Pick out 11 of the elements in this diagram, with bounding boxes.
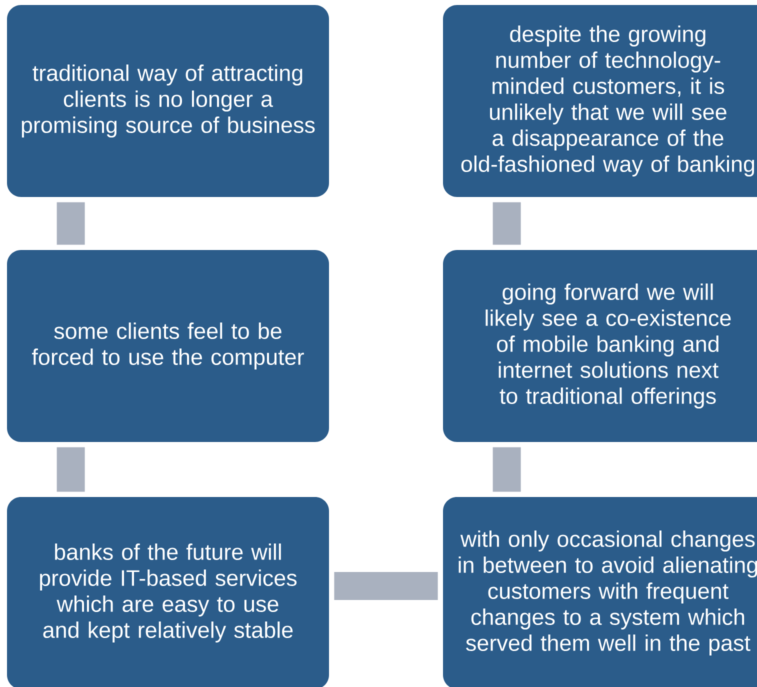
connector-bar	[492, 202, 521, 245]
text-box: despite the growing number of technology-minded customers, it is unlikely that we will see a disappearance of the old-fashioned way of banking	[443, 5, 757, 197]
text-box: going forward we will likely see a co-existence of mobile banking and internet solutions next to traditional offerings	[443, 250, 757, 442]
connector-bar	[56, 447, 85, 492]
connector-bar	[56, 202, 85, 245]
text-box: with only occasional changes in between to avoid alienating customers with frequent changes to a system which served them well in the past	[443, 497, 757, 687]
connector-bar	[492, 447, 521, 492]
connector-bar	[334, 572, 438, 600]
text-box: some clients feel to be forced to use the computer	[7, 250, 329, 442]
text-box: traditional way of attracting clients is no longer a promising source of business	[7, 5, 329, 197]
text-box: banks of the future will provide IT-based services which are easy to use and kept relatively stable	[7, 497, 329, 687]
